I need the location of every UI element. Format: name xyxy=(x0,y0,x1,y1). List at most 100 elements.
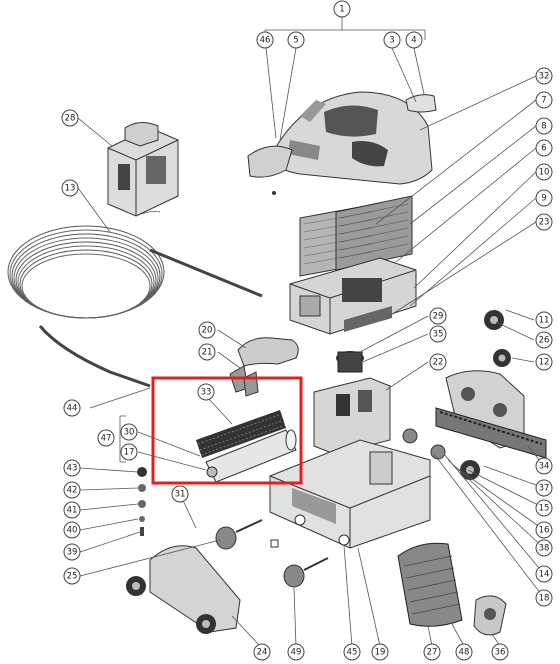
callout-8: 8 xyxy=(535,117,553,135)
callout-number: 12 xyxy=(539,358,550,368)
callout-6: 6 xyxy=(535,139,553,157)
callout-number: 46 xyxy=(260,36,271,46)
callout-number: 10 xyxy=(539,168,550,178)
screw-stack-illustration xyxy=(137,467,147,536)
callout-4: 4 xyxy=(405,31,423,49)
callout-31: 31 xyxy=(171,485,189,503)
callout-number: 20 xyxy=(202,326,213,336)
small-gears-illustration xyxy=(215,519,329,588)
callout-number: 14 xyxy=(539,570,550,580)
callout-23: 23 xyxy=(535,213,553,231)
callout-5: 5 xyxy=(287,31,305,49)
callout-number: 22 xyxy=(433,358,444,368)
callout-number: 15 xyxy=(539,504,550,514)
callout-46: 46 xyxy=(256,31,274,49)
callout-number: 32 xyxy=(539,72,550,82)
callout-number: 5 xyxy=(293,36,298,46)
callout-number: 3 xyxy=(389,36,394,46)
callout-number: 40 xyxy=(67,526,78,536)
callout-number: 28 xyxy=(65,114,76,124)
callout-number: 33 xyxy=(201,388,212,398)
callout-3: 3 xyxy=(383,31,401,49)
callout-number: 34 xyxy=(539,462,550,472)
callout-number: 9 xyxy=(541,194,546,204)
callout-29: 29 xyxy=(429,307,447,325)
callout-22: 22 xyxy=(429,353,447,371)
callout-number: 13 xyxy=(65,184,76,194)
callout-37: 37 xyxy=(535,479,553,497)
callout-1: 1 xyxy=(333,0,351,18)
cable-coil-illustration xyxy=(7,225,263,388)
callout-16: 16 xyxy=(535,521,553,539)
callout-11: 11 xyxy=(535,311,553,329)
callout-number: 35 xyxy=(433,330,444,340)
chassis-illustration xyxy=(269,439,431,549)
callout-49: 49 xyxy=(287,643,305,661)
callout-28: 28 xyxy=(61,109,79,127)
callout-number: 6 xyxy=(541,144,546,154)
highlight-box xyxy=(151,376,303,485)
callout-15: 15 xyxy=(535,499,553,517)
callout-number: 43 xyxy=(67,464,78,474)
callout-26: 26 xyxy=(535,331,553,349)
callout-number: 49 xyxy=(291,648,302,658)
callout-30: 30 xyxy=(120,423,138,441)
callout-17: 17 xyxy=(120,443,138,461)
callout-27: 27 xyxy=(423,643,441,661)
callout-number: 48 xyxy=(459,648,470,658)
callout-42: 42 xyxy=(63,481,81,499)
callout-number: 1 xyxy=(339,5,344,15)
callout-number: 44 xyxy=(67,404,78,414)
callout-number: 17 xyxy=(124,448,135,458)
callout-47: 47 xyxy=(97,429,115,447)
callout-number: 19 xyxy=(375,648,386,658)
callout-44: 44 xyxy=(63,399,81,417)
callout-7: 7 xyxy=(535,91,553,109)
filter-housing-illustration xyxy=(289,257,417,335)
callout-10: 10 xyxy=(535,163,553,181)
callout-9: 9 xyxy=(535,189,553,207)
callout-number: 30 xyxy=(124,428,135,438)
callout-number: 36 xyxy=(495,648,506,658)
callout-41: 41 xyxy=(63,501,81,519)
callout-14: 14 xyxy=(535,565,553,583)
callout-number: 11 xyxy=(539,316,550,326)
callout-number: 31 xyxy=(175,490,186,500)
callout-number: 24 xyxy=(257,648,268,658)
callout-number: 26 xyxy=(539,336,550,346)
callout-48: 48 xyxy=(455,643,473,661)
leader-lines xyxy=(77,16,545,647)
callout-34: 34 xyxy=(535,457,553,475)
callout-43: 43 xyxy=(63,459,81,477)
callout-number: 29 xyxy=(433,312,444,322)
callout-12: 12 xyxy=(535,353,553,371)
callout-21: 21 xyxy=(198,343,216,361)
callout-24: 24 xyxy=(253,643,271,661)
large-brush-illustration xyxy=(397,542,463,627)
callout-number: 37 xyxy=(539,484,550,494)
callout-number: 21 xyxy=(202,348,213,358)
callout-35: 35 xyxy=(429,325,447,343)
motor-unit-illustration xyxy=(313,351,391,455)
callout-number: 41 xyxy=(67,506,78,516)
callout-20: 20 xyxy=(198,321,216,339)
callout-45: 45 xyxy=(343,643,361,661)
callout-number: 47 xyxy=(101,434,112,444)
callout-number: 25 xyxy=(67,572,78,582)
callout-25: 25 xyxy=(63,567,81,585)
callout-number: 18 xyxy=(539,594,550,604)
callout-number: 8 xyxy=(541,122,546,132)
callout-40: 40 xyxy=(63,521,81,539)
handle-illustration xyxy=(229,337,299,397)
brush-roller-illustration xyxy=(196,410,297,483)
seal-illustration xyxy=(473,595,507,636)
drive-wheels-illustration xyxy=(402,310,511,480)
callout-number: 4 xyxy=(411,36,416,46)
callout-19: 19 xyxy=(371,643,389,661)
callout-36: 36 xyxy=(491,643,509,661)
callout-32: 32 xyxy=(535,67,553,85)
callout-number: 27 xyxy=(427,648,438,658)
